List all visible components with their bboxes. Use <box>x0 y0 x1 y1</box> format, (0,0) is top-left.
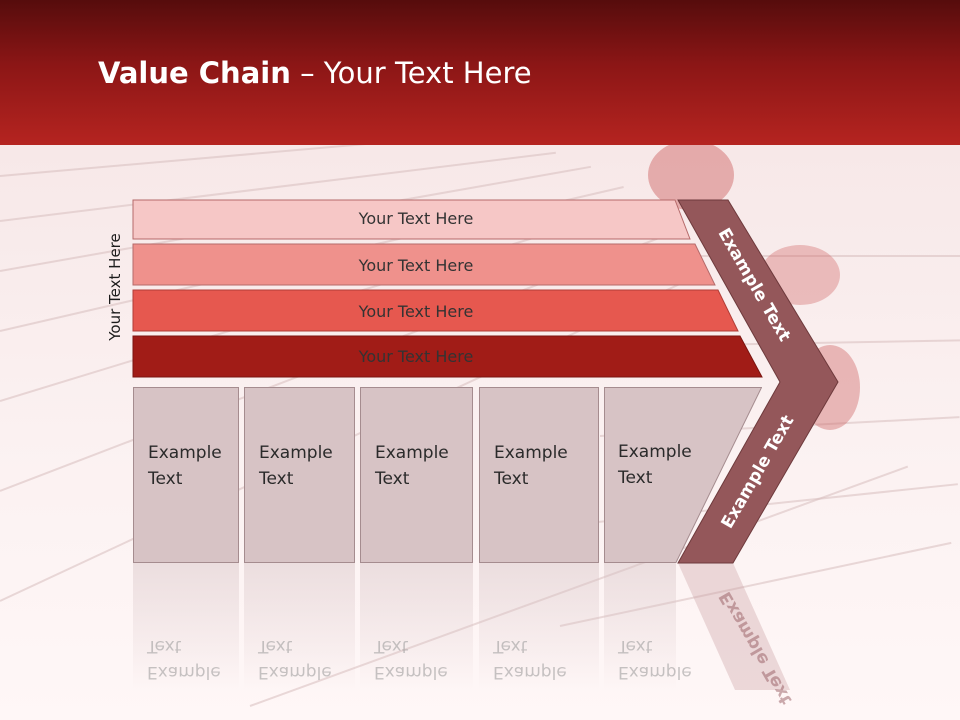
bar-3-label: Your Text Here <box>358 302 474 321</box>
box-4-reflection: Example Text <box>479 563 599 693</box>
bar-3-shape <box>132 289 739 332</box>
chevron-arrow <box>677 199 839 564</box>
box-3-reflection: Example Text <box>360 563 473 693</box>
bar-4-label: Your Text Here <box>358 347 474 366</box>
reflection-5-line1: Example <box>618 662 692 682</box>
figure-head-shape <box>648 145 734 210</box>
reflection-2-line2: Text <box>258 636 293 656</box>
bar-1-label: Your Text Here <box>358 209 474 228</box>
arrow-reflection <box>678 563 790 690</box>
box-2-line1: Example <box>259 443 333 463</box>
box-1-line2: Text <box>148 469 183 489</box>
box-5-reflection: Example Text <box>604 563 692 693</box>
slide-title: Value Chain – Your Text Here <box>98 56 532 90</box>
box-4-line2: Text <box>494 469 529 489</box>
reflection-4-line1: Example <box>493 662 567 682</box>
bar-2-label: Your Text Here <box>358 256 474 275</box>
bar-2-shape <box>132 243 716 286</box>
box-5-shape <box>604 387 762 563</box>
reflection-5-line2: Text <box>618 636 653 656</box>
reflection-4-line2: Text <box>493 636 528 656</box>
box-3-line2: Text <box>375 469 410 489</box>
box-2-reflection: Example Text <box>244 563 355 693</box>
title-rest: – Your Text Here <box>290 56 532 90</box>
reflection-3-line2: Text <box>374 636 409 656</box>
bar-4-shape <box>132 335 763 378</box>
box-4-line1: Example <box>494 443 568 463</box>
reflection-1-line1: Example <box>147 662 221 682</box>
reflection-1-line2: Text <box>147 636 182 656</box>
box-5-line1: Example <box>618 442 692 462</box>
header-band <box>0 0 960 145</box>
box-3-line1: Example <box>375 443 449 463</box>
reflection-3-line1: Example <box>374 662 448 682</box>
title-bold: Value Chain <box>98 56 291 90</box>
box-1-reflection: Example Text <box>133 563 239 693</box>
box-5-line2: Text <box>618 468 653 488</box>
box-1-line1: Example <box>148 443 222 463</box>
reflection-2-line1: Example <box>258 662 332 682</box>
box-2-line2: Text <box>259 469 294 489</box>
bar-1-shape <box>132 199 691 240</box>
